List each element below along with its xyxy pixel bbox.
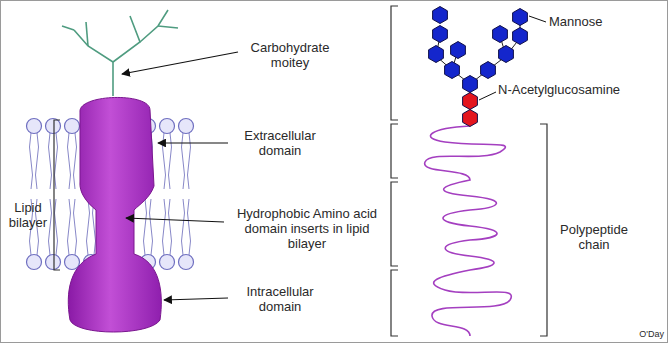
lipid-tail xyxy=(30,133,33,189)
mannose-hexagon xyxy=(463,76,478,93)
lipid-tail xyxy=(144,199,147,255)
callout-label: Mannose xyxy=(549,14,639,29)
membrane-protein xyxy=(68,97,161,332)
carbohydrate-tree xyxy=(62,10,178,96)
mannose-hexagon xyxy=(481,62,496,79)
mannose-hexagon xyxy=(451,42,466,59)
lipid-tail xyxy=(182,199,185,255)
glycan-chain xyxy=(429,7,528,127)
mannose-hexagon xyxy=(493,26,508,43)
mannose-hexagon xyxy=(513,9,528,26)
lipid-tail xyxy=(36,133,39,189)
lipid-tail xyxy=(182,133,185,189)
callout-label: Polypeptide chain xyxy=(554,222,634,252)
leader-arrow xyxy=(122,52,238,300)
polypeptide-chain xyxy=(425,126,512,336)
lipid-tail xyxy=(163,133,166,189)
lipid-head xyxy=(65,119,80,134)
lipid-tail xyxy=(188,133,191,189)
lipid-head xyxy=(27,255,42,270)
callout-label: Carbohydrate moitey xyxy=(240,40,340,70)
bracket xyxy=(54,6,547,336)
lipid-head xyxy=(179,255,194,270)
lipid-head xyxy=(179,119,194,134)
mannose-hexagon xyxy=(513,28,528,45)
lipid-tail xyxy=(87,199,90,255)
lipid-tail xyxy=(68,199,71,255)
mannose-hexagon xyxy=(433,7,448,24)
lipid-tail xyxy=(49,199,52,255)
lipid-tail xyxy=(188,199,191,255)
mannose-hexagon xyxy=(499,46,514,63)
lipid-head xyxy=(160,119,175,134)
lipid-tail xyxy=(74,199,77,255)
credit-text: O'Day xyxy=(626,329,664,340)
lipid-head xyxy=(46,255,61,270)
lipid-tail xyxy=(74,133,77,189)
lipid-head xyxy=(27,119,42,134)
lipid-tail xyxy=(49,133,52,189)
lipid-head xyxy=(160,255,175,270)
lipid-head xyxy=(46,119,61,134)
callout-label: Extracellular domain xyxy=(230,128,330,158)
lipid-head xyxy=(65,255,80,270)
callout-label: Hydrophobic Amino acid domain inserts in… xyxy=(228,206,386,251)
nag-hexagon xyxy=(463,93,478,110)
callout-label: N-Acetylglucosamine xyxy=(498,82,638,97)
callout-label: Intracellular domain xyxy=(230,284,330,314)
lipid-tail xyxy=(68,133,71,189)
callout-label: Lipid bilayer xyxy=(3,200,53,230)
glycan-bond xyxy=(436,18,520,118)
lipid-tail xyxy=(55,133,58,189)
lipid-tail xyxy=(150,199,153,255)
lipid-tail xyxy=(169,199,172,255)
mannose-hexagon xyxy=(433,26,448,43)
lipid-tail xyxy=(169,133,172,189)
lipid-tail xyxy=(163,199,166,255)
mannose-hexagon xyxy=(445,62,460,79)
nag-hexagon xyxy=(463,110,478,127)
lipid-tail xyxy=(55,199,58,255)
mannose-hexagon xyxy=(429,46,444,63)
